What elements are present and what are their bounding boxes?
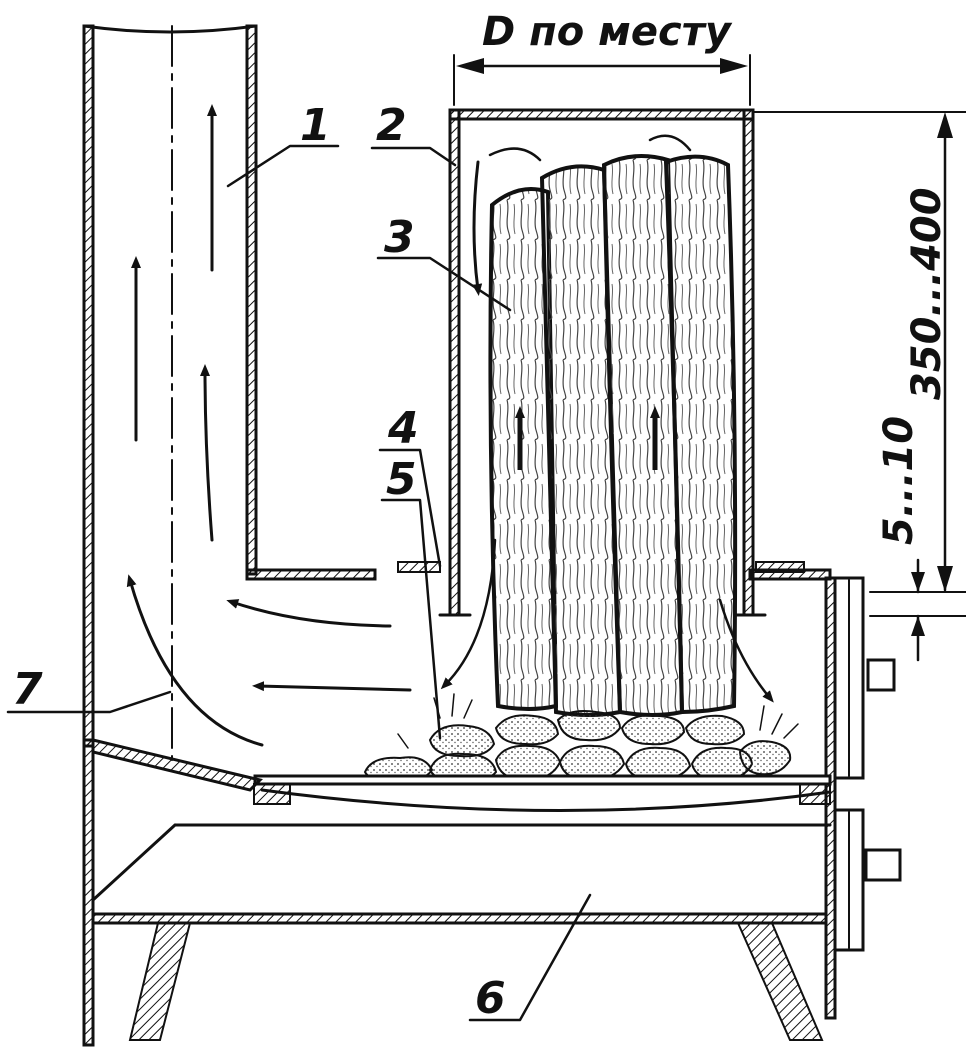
callout-3: 3 <box>384 212 415 263</box>
callout-2: 2 <box>376 100 407 151</box>
firewood-logs <box>488 154 738 717</box>
diameter-note: D по месту <box>482 9 733 55</box>
callout-5: 5 <box>386 454 417 505</box>
height-range-label: 350...400 <box>904 187 950 400</box>
grate-and-ash-drawer <box>91 738 832 1041</box>
fuel-canister <box>438 108 767 617</box>
callout-6: 6 <box>475 973 506 1024</box>
callout-4: 4 <box>387 403 419 454</box>
chimney-pipe <box>82 24 377 761</box>
callout-7: 7 <box>12 664 43 715</box>
callout-leaders <box>6 144 592 1022</box>
gap-range-label: 5...10 <box>876 416 922 545</box>
callout-1: 1 <box>300 100 331 151</box>
gas-flow-arrows <box>126 104 774 747</box>
dimension-lines <box>453 54 966 662</box>
